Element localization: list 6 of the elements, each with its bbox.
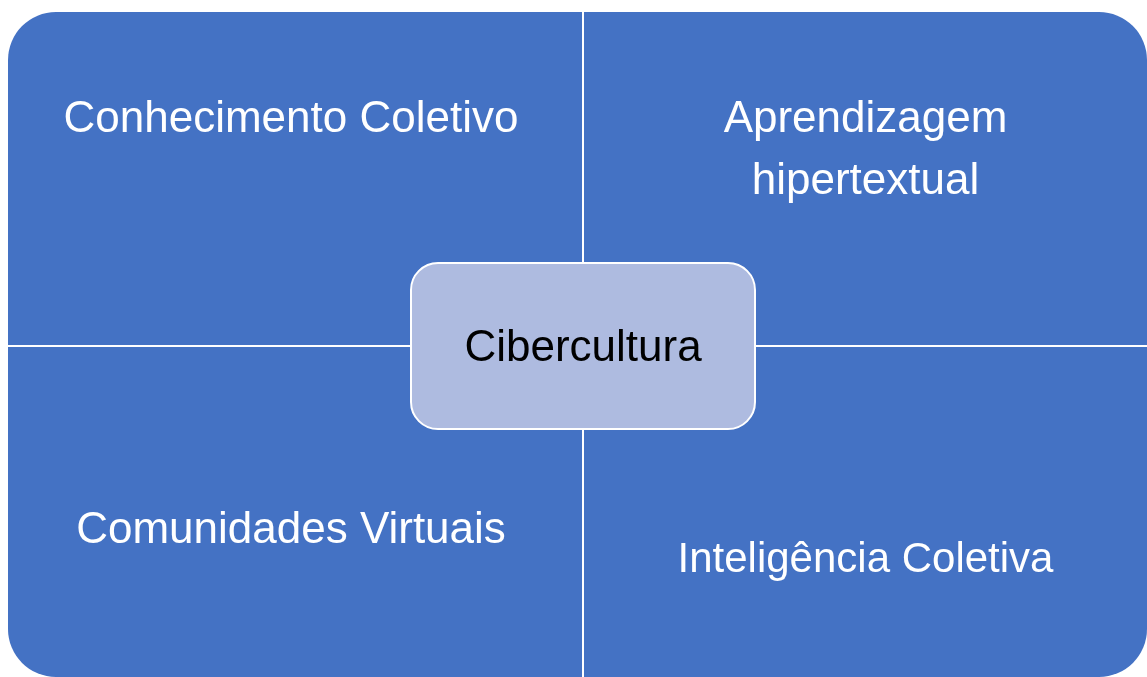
center-box xyxy=(410,262,756,430)
node-label: Comunidades Virtuais xyxy=(76,502,506,554)
node-label: Conhecimento Coletivo xyxy=(63,91,519,143)
node-label: Aprendizagem hipertextual xyxy=(722,91,1009,205)
node-label: Inteligência Coletiva xyxy=(677,533,1054,583)
node-label: Cibercultura xyxy=(464,320,702,372)
